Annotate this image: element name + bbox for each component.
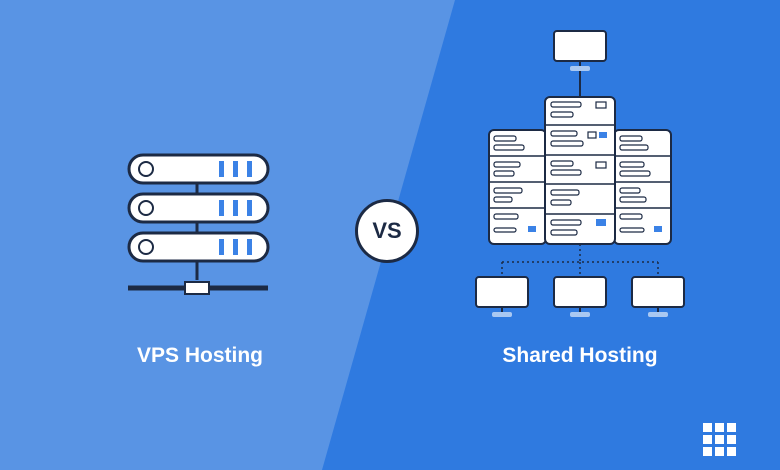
network-connectors	[501, 244, 659, 276]
client-monitor-icon	[553, 276, 607, 317]
shared-hosting-title: Shared Hosting	[502, 344, 658, 367]
top-monitor-icon	[553, 30, 607, 97]
vps-server-rack-icon	[127, 153, 270, 295]
center-server-tower	[544, 96, 616, 245]
client-monitor-icon	[475, 276, 529, 317]
grid-logo-icon	[703, 423, 736, 456]
left-server-tower	[488, 129, 547, 245]
vps-hosting-title: VPS Hosting	[136, 344, 263, 367]
client-monitor-icon	[631, 276, 685, 317]
vs-badge: VS	[355, 199, 419, 263]
right-server-tower	[613, 129, 672, 245]
shared-server-cluster-icon	[475, 30, 685, 317]
